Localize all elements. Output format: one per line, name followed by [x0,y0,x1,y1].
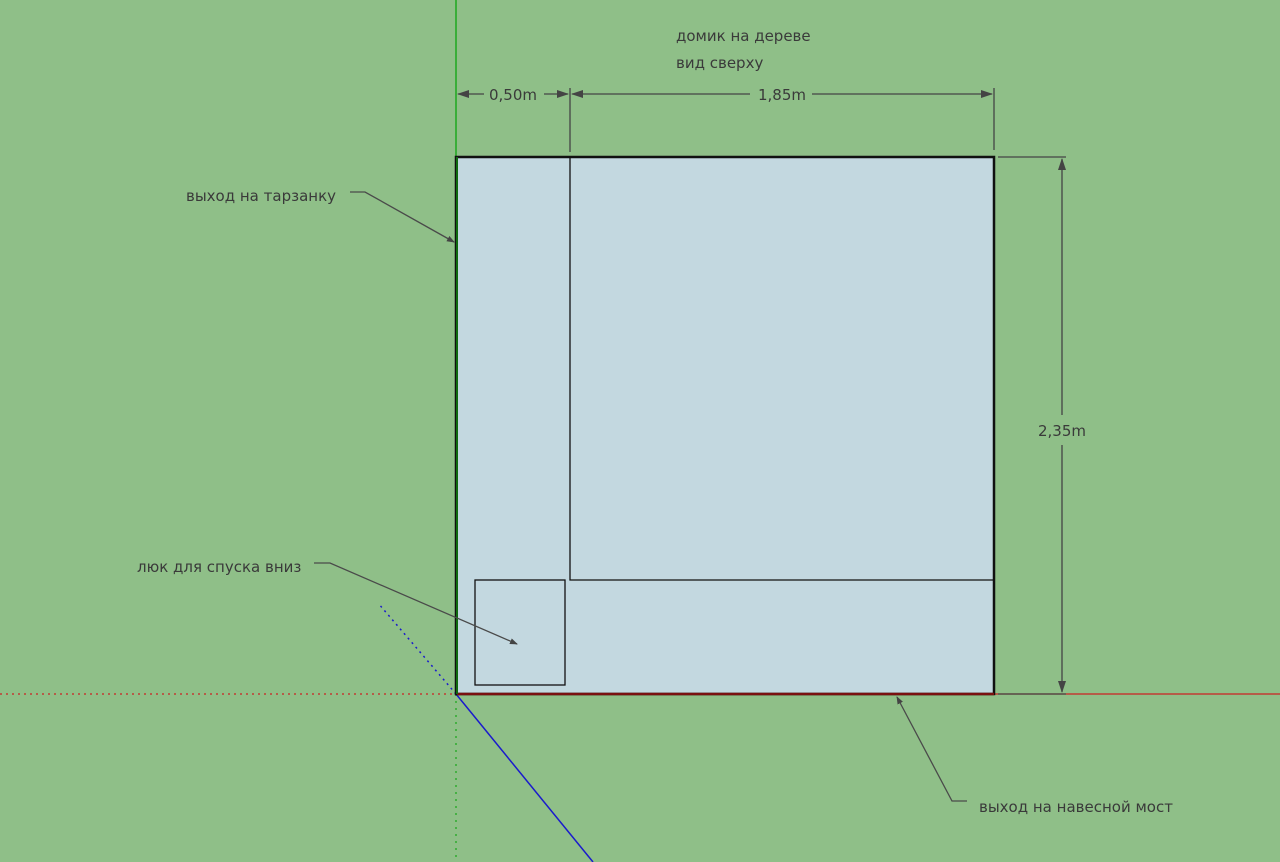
title-line-2: вид сверху [676,54,763,72]
dimension-height-label: 2,35m [1038,422,1086,440]
house-floor[interactable] [454,155,996,696]
label-hatch[interactable]: люк для спуска вниз [137,558,301,576]
hatch[interactable] [474,579,566,686]
label-bridge-exit[interactable]: выход на навесной мост [979,798,1173,816]
blue-axis-negative [377,602,457,695]
dimension-right-width-label: 1,85m [758,86,806,104]
room-outline[interactable] [569,157,994,581]
label-swing-exit[interactable]: выход на тарзанку [186,187,336,205]
blue-axis [455,693,594,862]
leader-hatch [314,562,518,645]
leader-swing-exit [350,191,455,243]
title-line-1: домик на дереве [676,27,811,45]
leader-bridge-exit [896,696,967,802]
dimension-left-width-label: 0,50m [489,86,537,104]
